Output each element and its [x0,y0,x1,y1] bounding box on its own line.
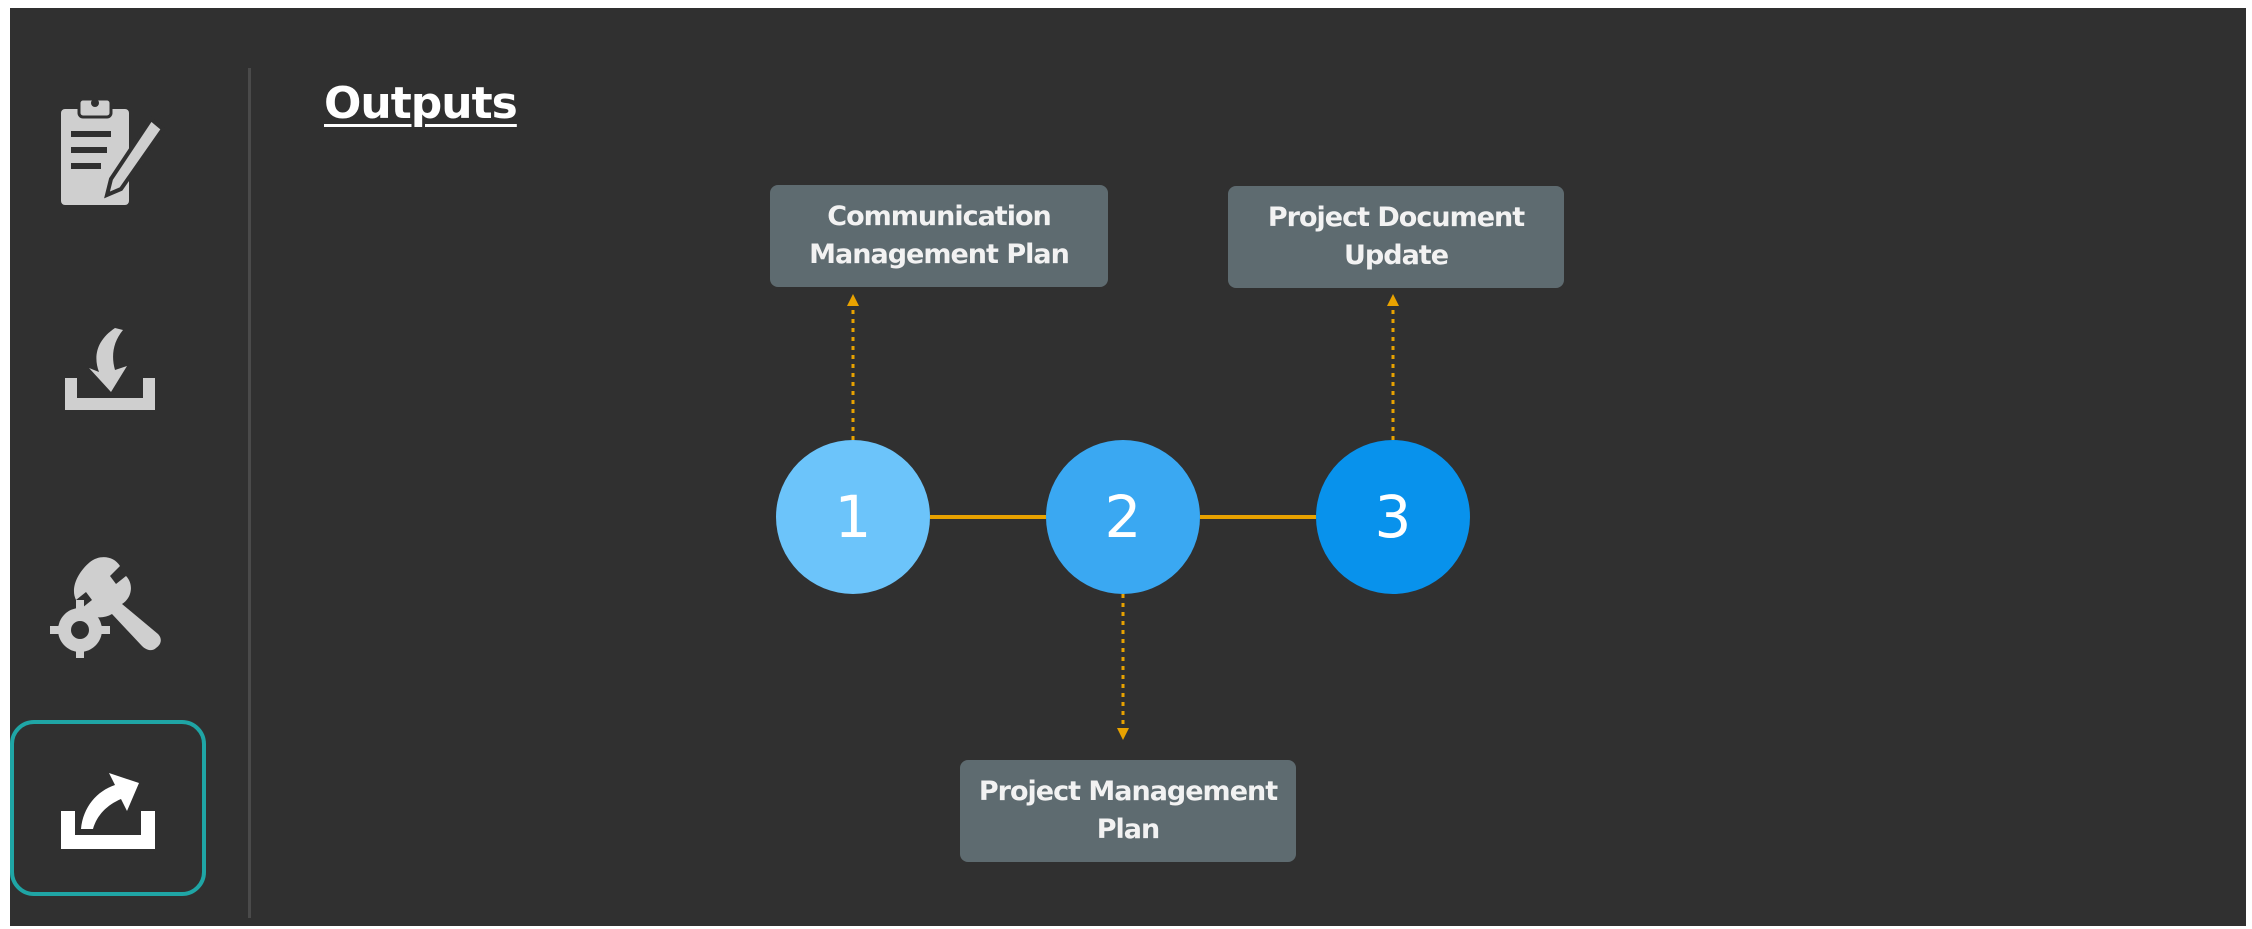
slide-frame: Outputs Communication Management Plan Pr… [10,8,2246,926]
tools-icon [50,548,170,658]
output-label-1: Communication Management Plan [809,201,1070,270]
connector-lines [847,294,1399,740]
nav-item-inputs[interactable] [10,286,210,456]
upload-tray-icon [53,753,163,863]
nav-item-outputs[interactable] [10,720,206,896]
clipboard-edit-icon [55,93,165,213]
download-tray-icon [55,316,165,426]
step-number-1: 1 [834,483,872,551]
output-box-communication-plan: Communication Management Plan [770,185,1108,287]
step-number-2: 2 [1104,483,1142,551]
output-box-project-document-update: Project Document Update [1228,186,1564,288]
arrow-1-to-box-head [847,294,859,306]
nav-item-plan[interactable] [10,68,210,238]
arrow-3-to-box-head [1387,294,1399,306]
step-node-3: 3 [1316,440,1470,594]
step-node-2: 2 [1046,440,1200,594]
sidebar-divider [248,68,251,918]
process-diagram [847,294,1399,740]
page-title: Outputs [324,78,518,129]
step-node-1: 1 [776,440,930,594]
arrow-2-to-box-head [1117,728,1129,740]
output-box-project-management-plan: Project Management Plan [960,760,1296,862]
output-label-2: Project Management Plan [978,776,1278,845]
output-label-3: Project Document Update [1267,202,1525,271]
step-number-3: 3 [1374,483,1412,551]
nav-item-tools[interactable] [10,518,210,688]
